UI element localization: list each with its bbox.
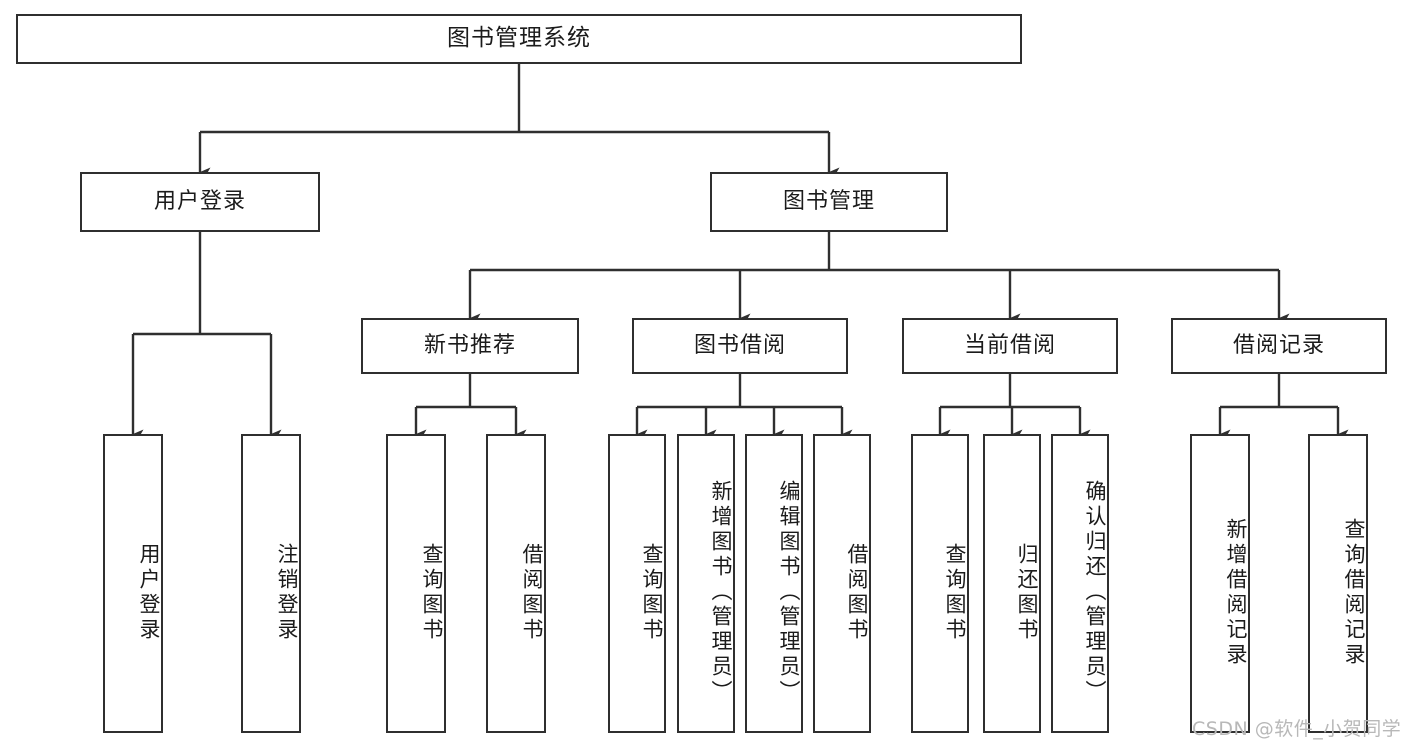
node-leaf-11[interactable]: 新增借阅记录 xyxy=(1190,434,1250,733)
node-label: 新增借阅记录 xyxy=(1224,517,1248,668)
node-leaf-10[interactable]: 确认归还（管理员） xyxy=(1051,434,1109,733)
node-leaf-9[interactable]: 归还图书 xyxy=(983,434,1041,733)
node-level3-0[interactable]: 新书推荐 xyxy=(361,318,579,374)
node-label: 用户登录 xyxy=(137,542,161,643)
node-level3-3[interactable]: 借阅记录 xyxy=(1171,318,1387,374)
node-label: 查询图书 xyxy=(943,542,967,643)
node-leaf-4[interactable]: 查询图书 xyxy=(608,434,666,733)
node-label: 确认归还（管理员） xyxy=(1083,480,1107,705)
node-level3-1[interactable]: 图书借阅 xyxy=(632,318,848,374)
node-label: 查询图书 xyxy=(420,542,444,643)
node-label: 归还图书 xyxy=(1015,542,1039,643)
node-label: 查询图书 xyxy=(640,542,664,643)
node-leaf-12[interactable]: 查询借阅记录 xyxy=(1308,434,1368,733)
node-level2-0[interactable]: 用户登录 xyxy=(80,172,320,232)
node-label: 借阅图书 xyxy=(520,542,544,643)
node-leaf-0[interactable]: 用户登录 xyxy=(103,434,163,733)
node-leaf-8[interactable]: 查询图书 xyxy=(911,434,969,733)
node-leaf-7[interactable]: 借阅图书 xyxy=(813,434,871,733)
node-label: 查询借阅记录 xyxy=(1342,517,1366,668)
node-label: 注销登录 xyxy=(275,542,299,643)
node-leaf-1[interactable]: 注销登录 xyxy=(241,434,301,733)
node-label: 新增图书（管理员） xyxy=(709,480,733,705)
node-level2-1[interactable]: 图书管理 xyxy=(710,172,948,232)
node-level3-2[interactable]: 当前借阅 xyxy=(902,318,1118,374)
node-leaf-5[interactable]: 新增图书（管理员） xyxy=(677,434,735,733)
node-leaf-2[interactable]: 查询图书 xyxy=(386,434,446,733)
node-label: 编辑图书（管理员） xyxy=(777,480,801,705)
node-label: 借阅图书 xyxy=(845,542,869,643)
node-root-system[interactable]: 图书管理系统 xyxy=(16,14,1022,64)
node-leaf-6[interactable]: 编辑图书（管理员） xyxy=(745,434,803,733)
csdn-watermark: CSDN @软件_小贺同学 xyxy=(1192,718,1402,740)
node-leaf-3[interactable]: 借阅图书 xyxy=(486,434,546,733)
